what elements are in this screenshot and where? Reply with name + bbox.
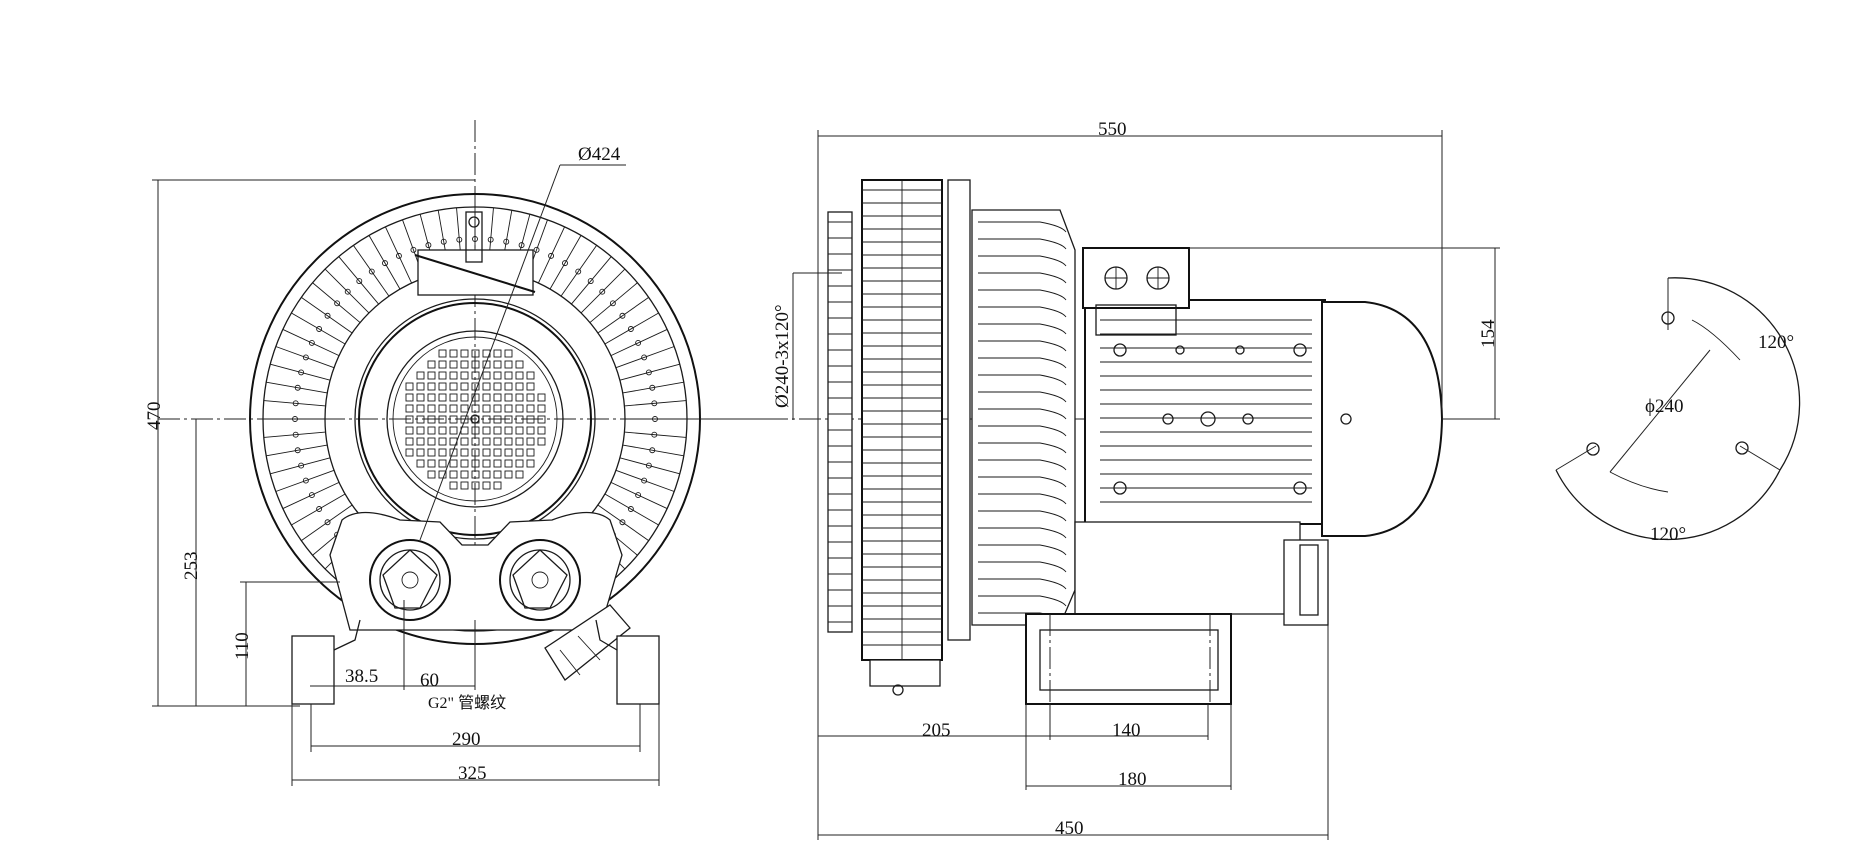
dim-length-base-450: 450 bbox=[1055, 818, 1084, 839]
flange-diameter: ϕ240 bbox=[1645, 396, 1684, 417]
cooling-fins bbox=[263, 207, 687, 593]
dim-foot-outer-325: 325 bbox=[458, 763, 487, 784]
dim-base-inner-140: 140 bbox=[1112, 720, 1141, 741]
dim-port-offset-38-5: 38.5 bbox=[345, 666, 378, 687]
thread-note: G2" 管螺纹 bbox=[428, 694, 506, 712]
dim-base-offset-205: 205 bbox=[922, 720, 951, 741]
side-fins-main bbox=[862, 180, 942, 660]
dim-diameter-424: Ø424 bbox=[578, 144, 621, 165]
dim-box-height-154: 154 bbox=[1478, 319, 1499, 348]
dim-length-550: 550 bbox=[1098, 119, 1127, 140]
motor-fins bbox=[1100, 319, 1312, 503]
flange-angle-top: 120° bbox=[1758, 332, 1794, 353]
dim-base-outer-180: 180 bbox=[1118, 769, 1147, 790]
side-fins-rear bbox=[978, 221, 1067, 624]
side-fins-front bbox=[828, 221, 852, 623]
flange-angle-bottom: 120° bbox=[1650, 524, 1686, 545]
dim-flange-bolt: Ø240-3x120° bbox=[772, 304, 793, 408]
fan-grille bbox=[405, 349, 546, 490]
dim-outlet-height-110: 110 bbox=[232, 632, 253, 660]
side-view: 550 Ø240-3x120° 154 205 140 180 450 bbox=[700, 119, 1500, 840]
dim-port-spacing-60: 60 bbox=[420, 670, 439, 691]
flange-view: 120° ϕ240 120° bbox=[1555, 277, 1801, 545]
dim-center-height-253: 253 bbox=[181, 552, 202, 581]
front-view: Ø424 470 253 110 38.5 60 G2" 管螺纹 290 325 bbox=[144, 120, 770, 786]
dim-height-470: 470 bbox=[144, 402, 165, 431]
dim-foot-inner-290: 290 bbox=[452, 729, 481, 750]
